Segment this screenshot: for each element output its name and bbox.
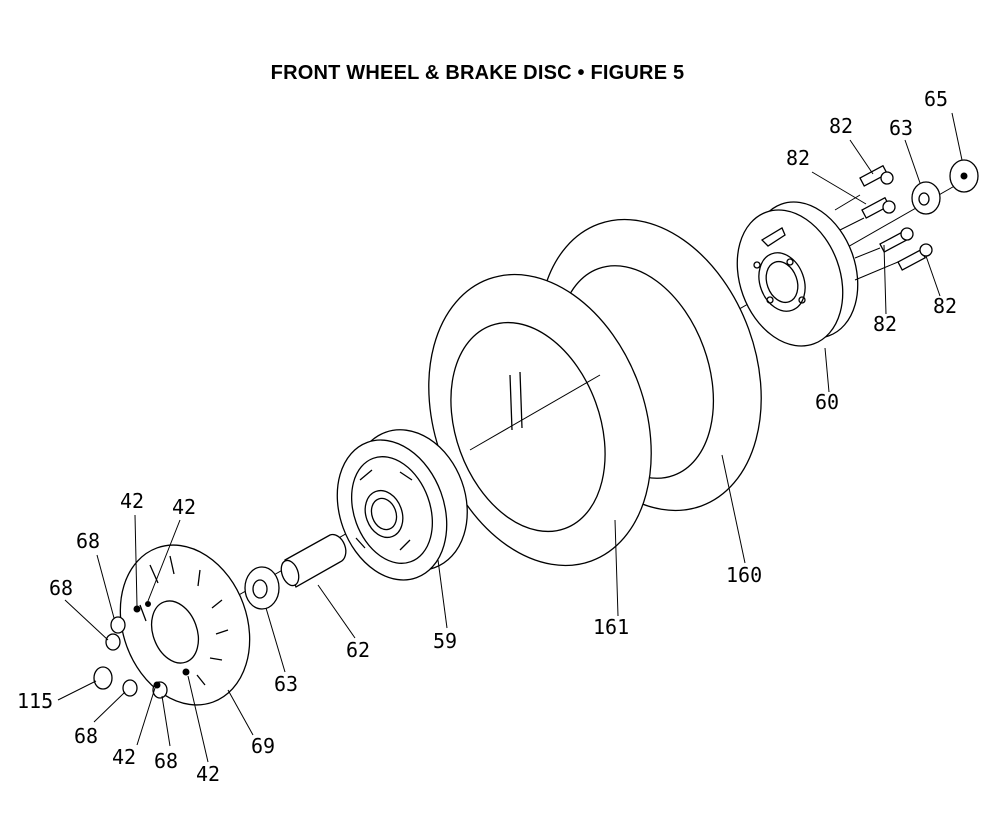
callout-68-b: 68 [49,576,73,600]
callout-161: 161 [593,615,629,639]
callout-69: 69 [251,734,275,758]
callout-82-b: 82 [786,146,810,170]
brake-disc-69 [119,544,251,706]
callout-68-d: 68 [154,749,178,773]
callout-160: 160 [726,563,762,587]
callout-42-d: 42 [196,762,220,786]
callout-82-a: 82 [829,114,853,138]
callout-82-d: 82 [873,312,897,336]
spacer-62 [280,533,347,588]
hub-60 [736,201,859,347]
callout-42-a: 42 [120,489,144,513]
callout-59: 59 [433,629,457,653]
callout-42-b: 42 [172,495,196,519]
hub-59 [336,429,468,581]
callout-65: 65 [924,87,948,111]
callout-115: 115 [17,689,53,713]
callout-60: 60 [815,390,839,414]
bolt-82-group [834,164,933,281]
callout-labels: 65 82 63 82 82 82 60 160 161 59 62 63 69… [17,87,957,786]
callout-68-a: 68 [76,529,100,553]
callout-42-c: 42 [112,745,136,769]
callout-62: 62 [346,638,370,662]
callout-68-c: 68 [74,724,98,748]
bearing-63-left [244,566,280,610]
callout-82-c: 82 [933,294,957,318]
tire-161 [428,273,652,567]
bearing-63-right [911,181,941,215]
figure-title: FRONT WHEEL & BRAKE DISC • FIGURE 5 [270,62,685,84]
washer-65 [949,159,979,193]
fastener-group-left [93,601,190,699]
leader-lines [57,112,963,763]
callout-63-a: 63 [889,116,913,140]
callout-63-b: 63 [274,672,298,696]
